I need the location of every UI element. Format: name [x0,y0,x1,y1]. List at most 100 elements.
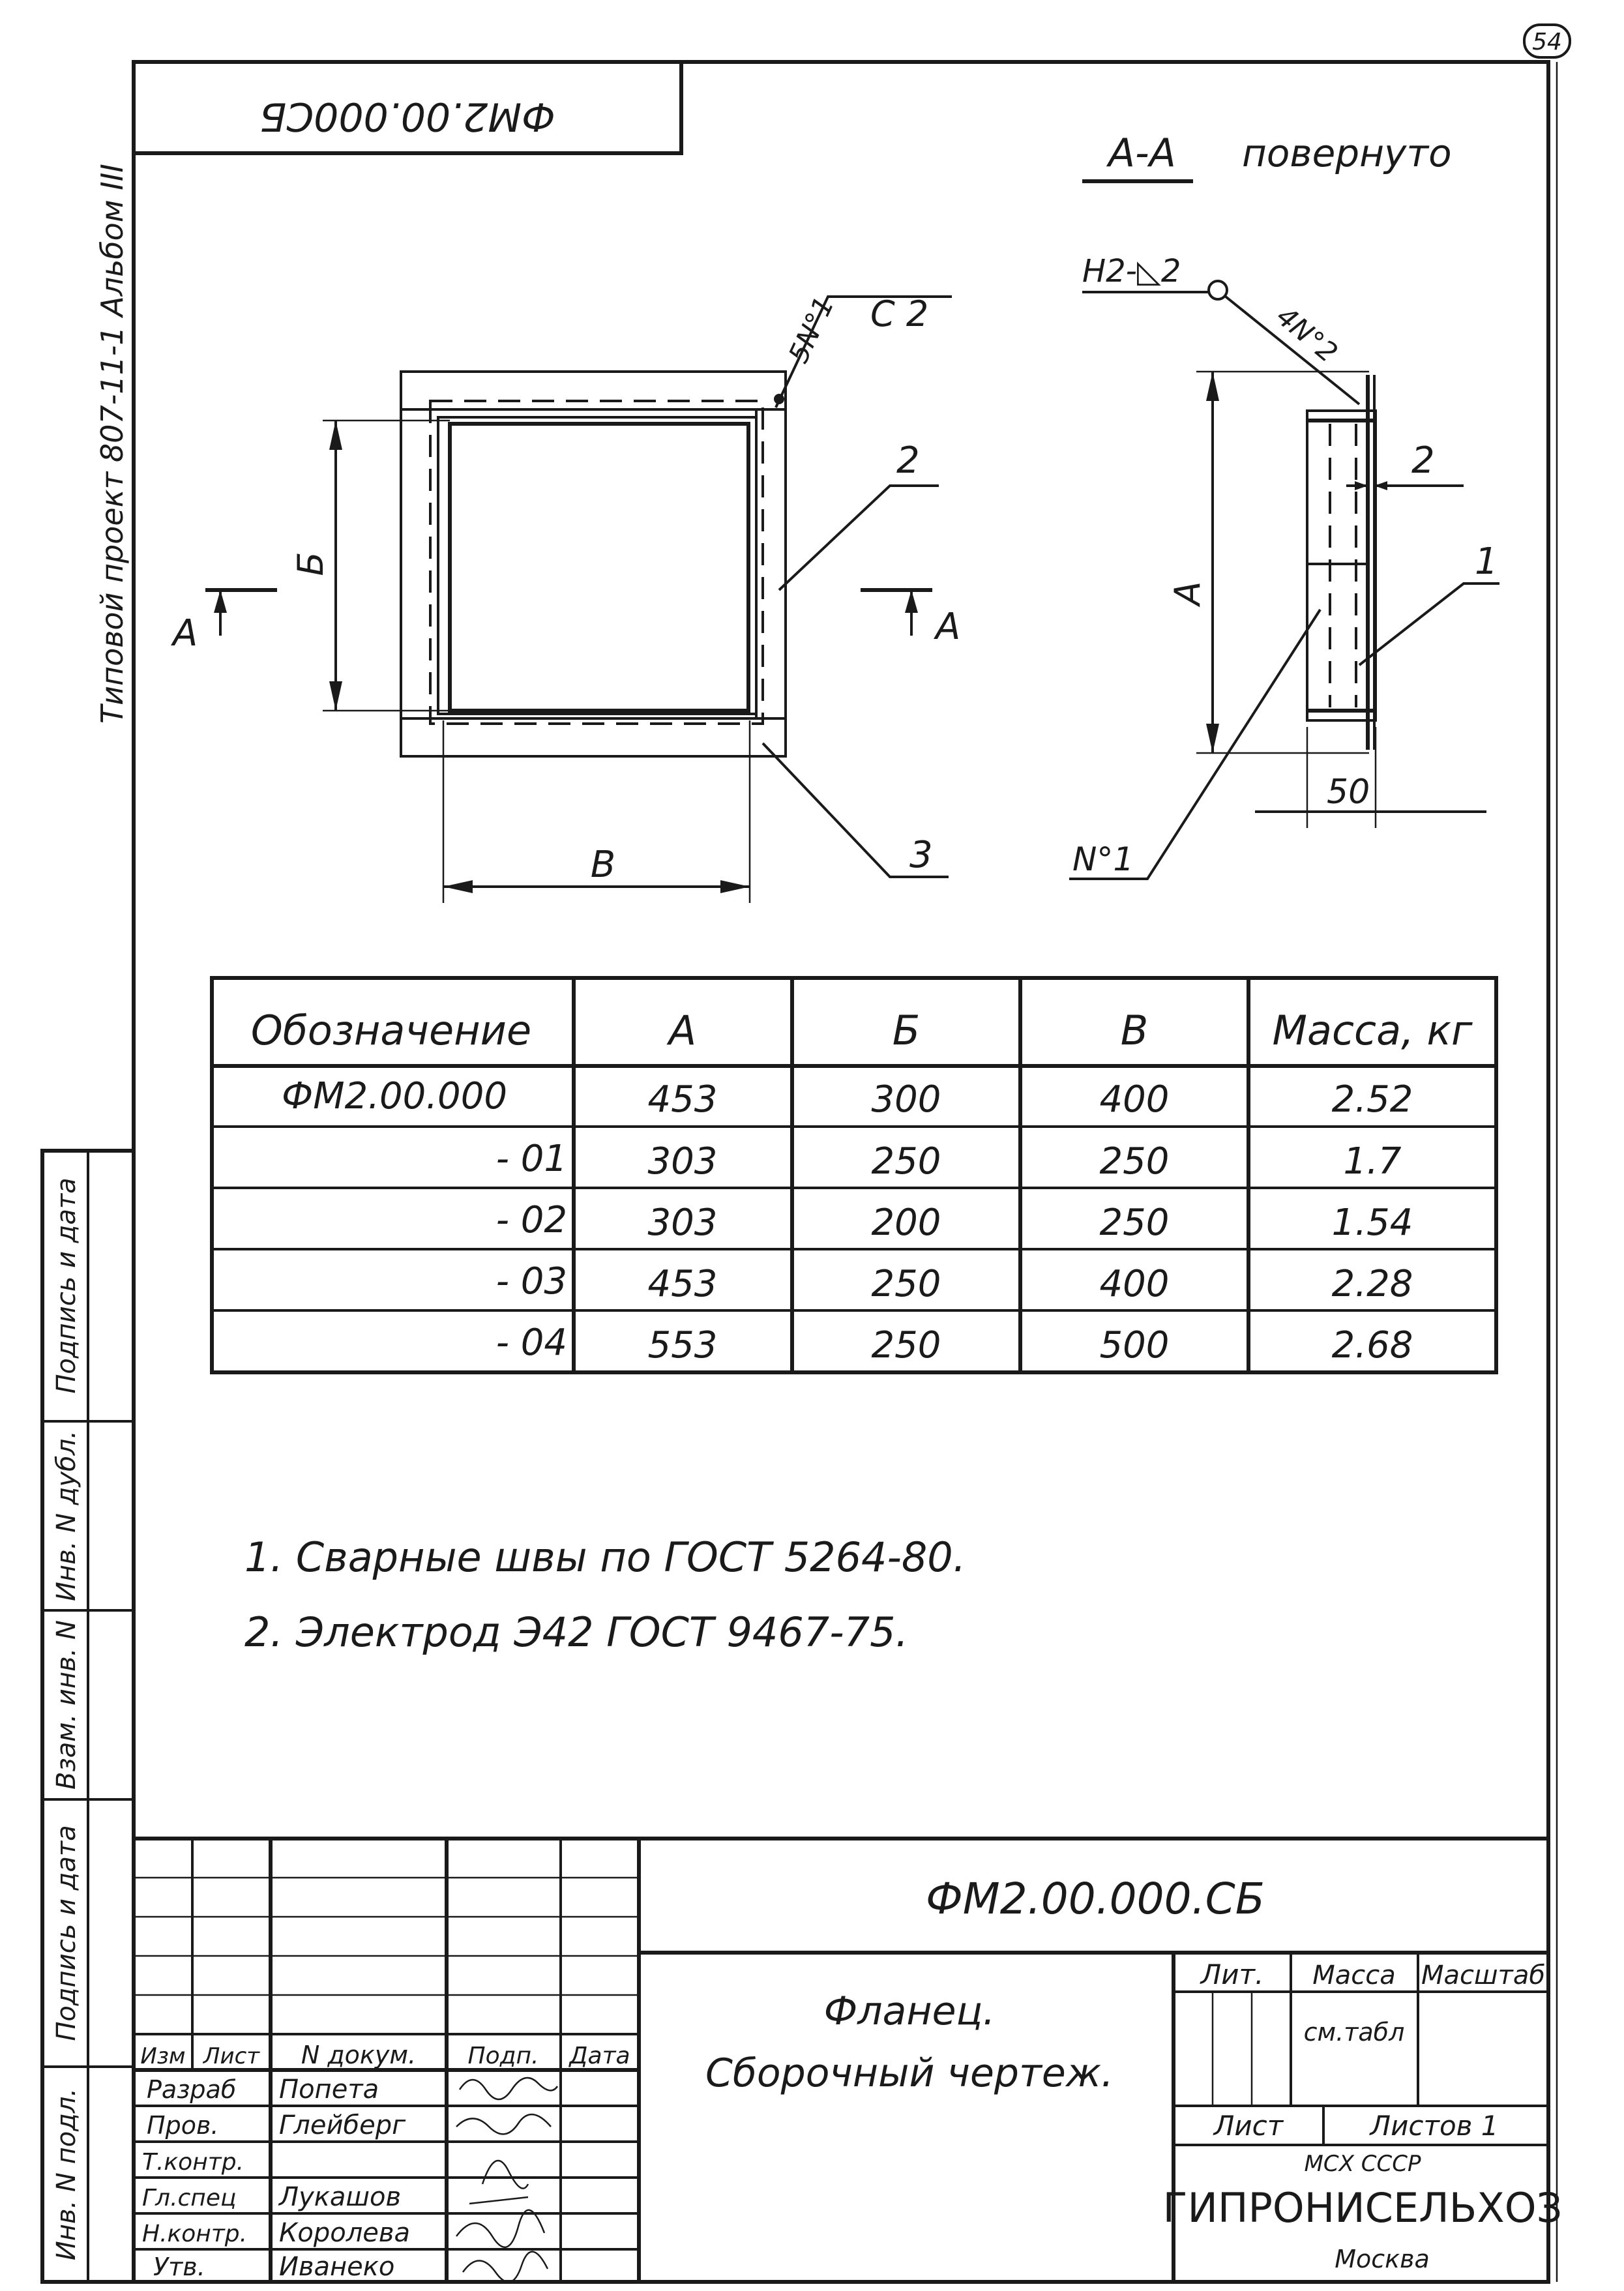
cell-designation: - 02 [496,1199,567,1241]
strip-label: Инв. N дубл. [52,1430,81,1601]
signature-prov [456,2113,552,2135]
weld-circle [1207,280,1228,301]
inner-frame-inner [448,422,750,713]
th-v: В [1121,1007,1149,1054]
lit-label: Лит. [1200,1958,1264,1990]
cell-mass: 2.28 [1332,1263,1413,1305]
cell-a: 453 [648,1263,718,1305]
title-block-frame [132,1837,1550,2284]
org-2: ГИПРОНИСЕЛЬХОЗ [1163,2184,1563,2232]
name-razrab: Попета [279,2075,379,2105]
cut-label-right: А [934,606,960,648]
side-pos-1: 1 [1475,540,1498,583]
dim-a-arrow-top [1206,372,1219,401]
note-1: 1. Сварные швы по ГОСТ 5264-80. [244,1533,966,1581]
cell-a: 553 [648,1324,718,1367]
role-utv: Утв. [153,2253,205,2281]
table-border [210,976,1498,1374]
callout-n1: N°1 [1072,840,1134,878]
weld-leader [1224,295,1361,406]
side-pos-2: 2 [1411,439,1435,482]
th-designation: Обозначение [251,1007,531,1054]
role-prov: Пров. [147,2111,218,2140]
mass-value: см.табл [1304,2018,1405,2047]
page-number-oval [1523,23,1571,59]
dim-v-arrow-left [443,880,473,893]
leader-n1 [1069,608,1321,880]
sheet-label: Лист [1213,2110,1284,2142]
callout-4n2: 4N°2 [1271,300,1344,369]
cell-v: 400 [1100,1078,1170,1121]
code-box-text: ФМ2.00.000СБ [259,93,555,139]
dim-2-head-right [1374,481,1387,490]
cell-b: 250 [872,1140,941,1183]
org-3: Москва [1335,2245,1430,2273]
sheet-frame [132,60,1550,2284]
org-1: МСХ СССР [1305,2151,1421,2177]
cell-a: 453 [648,1078,718,1121]
name-nkontr: Королева [279,2218,410,2248]
cell-designation: ФМ2.00.000 [282,1075,507,1117]
front-view [400,370,787,758]
cell-a: 303 [648,1202,718,1244]
cell-v: 250 [1100,1140,1170,1183]
role-nkontr: Н.контр. [142,2221,247,2247]
weld-callout: Н2-◺2 [1082,253,1181,289]
dimensions-table: Обозначение А Б В Масса, кг ФМ2.00.000 4… [210,976,1498,1374]
col-date: Дата [568,2043,630,2069]
leader-pos2 [778,484,939,591]
col-izm: Изм [140,2043,185,2069]
dim-b-arrow-top [329,421,342,450]
pos-3-label: 3 [909,834,933,876]
name-glspec: Лукашов [278,2182,401,2212]
title-block: ФМ2.00.000.СБ Фланец. Сборочный чертеж. … [132,1837,1563,2284]
cell-designation: - 04 [496,1322,567,1364]
strip-label: Подпись и дата [52,1825,81,2041]
th-b: Б [893,1007,921,1054]
leader-side-pos1 [1358,582,1499,666]
side-body [1306,409,1377,722]
cell-a: 303 [648,1140,718,1183]
col-doc: N докум. [301,2041,416,2069]
th-a: А [666,1007,696,1054]
page-number: 54 [1532,29,1562,55]
flange-outer [400,370,787,758]
dim-b-arrow-bottom [329,681,342,711]
cut-arrow-left-head [214,590,227,613]
cell-b: 300 [872,1078,941,1121]
signature-nkontr [456,2209,546,2249]
cut-arrow-right-head [905,590,918,613]
title-name-1: Фланец. [824,1988,996,2034]
cell-v: 500 [1100,1324,1170,1367]
cell-mass: 2.68 [1332,1324,1413,1367]
title-code: ФМ2.00.000.СБ [926,1874,1265,1924]
cell-b: 200 [872,1202,941,1244]
side-caption: Типовой проект 807-11-1 Альбом III [95,164,130,724]
code-box [132,60,683,155]
name-prov: Глейберг [279,2110,406,2140]
section-label: А-А [1106,130,1176,176]
cell-designation: - 01 [496,1138,567,1180]
cell-mass: 2.52 [1332,1078,1413,1121]
dim-50-label: 50 [1327,773,1370,812]
dim-v-arrow-right [720,880,750,893]
scale-label: Масштаб [1421,1960,1545,1990]
left-strip: Подпись и дата Инв. N дубл. Взам. инв. N… [40,1149,136,2284]
strip-label: Инв. N подл. [52,2088,81,2260]
strip-label: Взам. инв. N [52,1620,81,1790]
cell-b: 250 [872,1263,941,1305]
signature-glspec [469,2159,529,2205]
pos-2-label: 2 [896,439,920,482]
leader-dot [774,394,784,404]
cell-v: 250 [1100,1202,1170,1244]
leader-c2 [775,295,952,408]
dim-b-label: Б [290,552,331,576]
dim-2-head-left [1355,481,1368,490]
col-list: Лист [202,2043,260,2069]
mass-label: Масса [1312,1960,1396,1990]
signature-razrab [458,2077,559,2101]
sheets-label: Листов 1 [1369,2110,1499,2142]
callout-c2: С 2 [870,293,928,334]
cell-b: 250 [872,1324,941,1367]
